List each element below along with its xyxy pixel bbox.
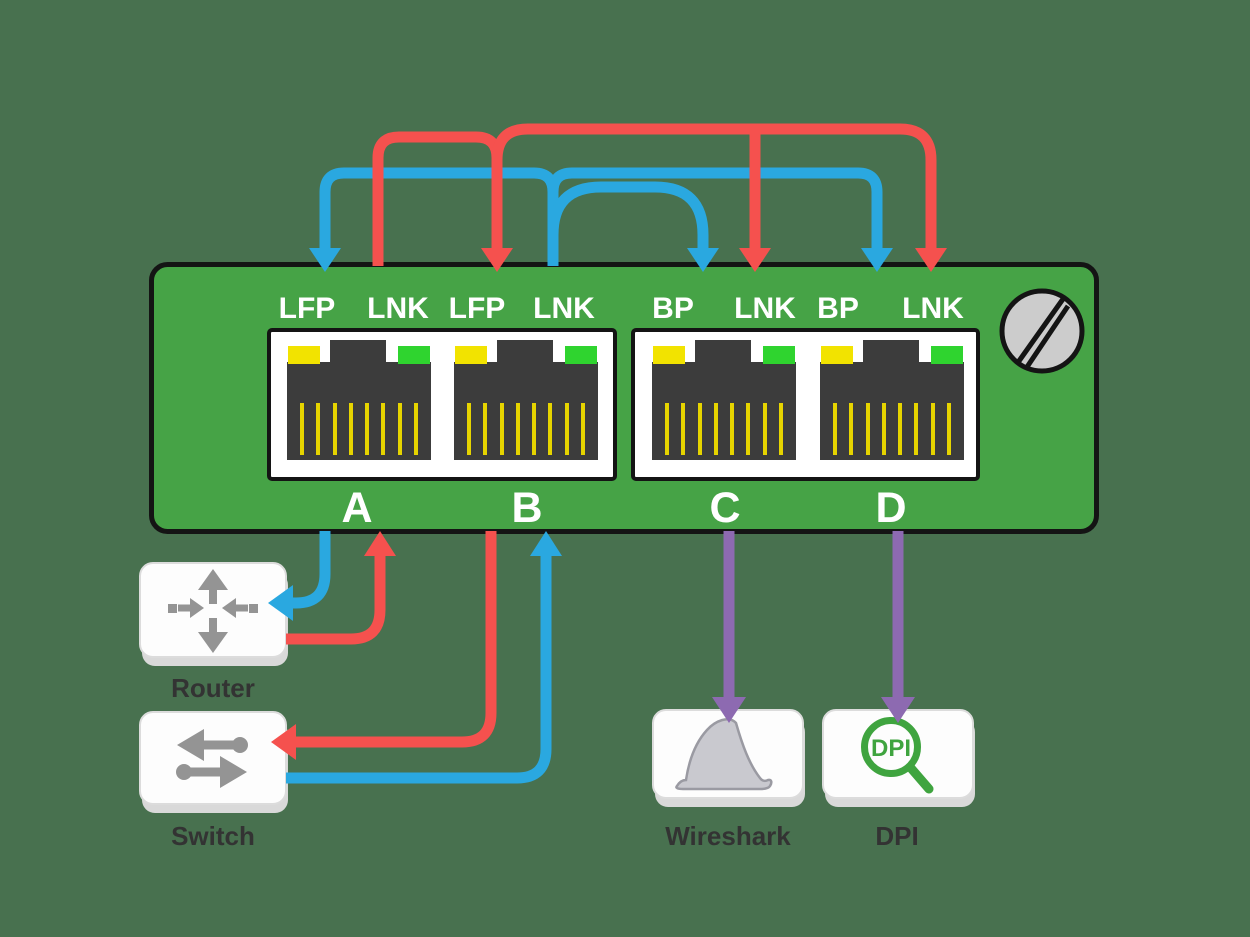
switch-label: Switch <box>171 821 255 851</box>
rj45-jack-port-c <box>652 340 796 460</box>
switch-node: Switch <box>139 711 288 851</box>
port-b-lfp-label: LFP <box>449 292 506 325</box>
arrow-blue-blnk-to-cbp <box>547 181 719 272</box>
port-c-letter: C <box>709 484 740 532</box>
arrow-blue-blnk-to-dbp <box>547 167 893 272</box>
port-b-lnk-label: LNK <box>533 292 595 325</box>
screw-icon <box>999 288 1085 374</box>
dpi-magnifier-icon: DPI <box>861 717 934 794</box>
bottom-flow-arrows <box>268 531 915 784</box>
blue-tap-flow-arcs <box>309 167 893 272</box>
switch-icon <box>176 729 248 788</box>
rj45-jack-port-a <box>287 340 431 460</box>
port-d-lnk-label: LNK <box>902 292 964 325</box>
port-a-letter: A <box>341 484 372 532</box>
port-a-lfp-label: LFP <box>279 292 336 325</box>
shark-fin-icon <box>675 718 773 791</box>
network-tap-device: LFP LNK LFP LNK BP LNK BP LNK A B C D <box>149 262 1099 534</box>
router-node: Router <box>139 562 288 703</box>
arrow-router-to-port-a <box>286 531 396 645</box>
router-icon <box>168 569 258 653</box>
arrow-red-alnk-to-dlnk <box>491 123 947 272</box>
router-label: Router <box>171 673 255 703</box>
port-d-bp-label: BP <box>817 292 859 325</box>
port-b-letter: B <box>511 484 542 532</box>
wireshark-label: Wireshark <box>665 821 791 851</box>
arrow-port-b-to-switch <box>271 531 497 760</box>
rj45-jack-port-d <box>820 340 964 460</box>
port-a-lnk-label: LNK <box>367 292 429 325</box>
arrow-port-a-to-router <box>268 531 331 621</box>
arrow-red-alnk-to-clnk <box>739 129 771 272</box>
arrow-switch-to-port-b <box>286 531 562 784</box>
red-tap-flow-arcs <box>372 123 947 272</box>
wireshark-node: Wireshark <box>652 709 805 851</box>
dpi-node: DPI DPI <box>822 709 975 851</box>
port-c-lnk-label: LNK <box>734 292 796 325</box>
arrow-port-d-to-dpi <box>881 531 915 723</box>
arrow-port-c-to-wireshark <box>712 531 746 723</box>
arrow-blue-blnk-to-alfp <box>309 167 559 272</box>
dpi-label: DPI <box>875 821 918 851</box>
port-c-bp-label: BP <box>652 292 694 325</box>
port-d-letter: D <box>875 484 906 532</box>
dpi-icon-text: DPI <box>871 735 911 762</box>
rj45-jack-port-b <box>454 340 598 460</box>
